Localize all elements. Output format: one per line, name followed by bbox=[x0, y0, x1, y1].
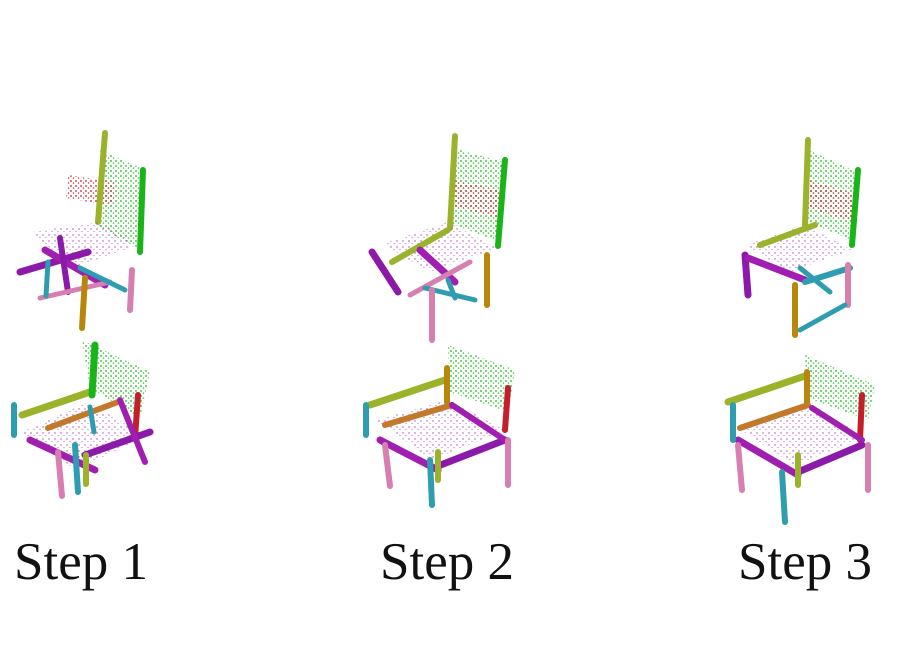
step1-top-back-post-right bbox=[137, 167, 146, 255]
step1-bottom-chair bbox=[11, 340, 154, 499]
step1-top-rail-3 bbox=[57, 235, 71, 295]
step3-bottom-rail-2 bbox=[794, 441, 866, 476]
step2-bottom-arm bbox=[366, 376, 449, 409]
step1-bottom-back-post bbox=[88, 341, 99, 399]
step3-top-back-post-left bbox=[802, 137, 811, 228]
step3-bottom-backrest bbox=[805, 355, 875, 420]
step3-bottom-rail-4 bbox=[809, 405, 865, 443]
step3-top-chair bbox=[741, 137, 861, 338]
step3-bottom-rail-3 bbox=[737, 402, 811, 431]
step1-bottom-rail-3 bbox=[45, 399, 121, 431]
step3-top-back-slat bbox=[808, 180, 855, 222]
step1-bottom-leg-2 bbox=[55, 449, 65, 499]
step2-top-rail-2 bbox=[389, 227, 451, 265]
step1-top-rail-2 bbox=[41, 246, 109, 289]
step-1-label: Step 1 bbox=[14, 533, 148, 591]
step2-top-chair bbox=[368, 133, 508, 343]
step3-bottom-leg-2 bbox=[735, 442, 745, 493]
step1-top-rail-4 bbox=[37, 279, 113, 301]
step1-bottom-leg-5 bbox=[87, 404, 97, 435]
step1-top-chair bbox=[16, 130, 146, 331]
step2-top-rail-4 bbox=[407, 259, 473, 298]
step1-top-seat bbox=[32, 222, 138, 268]
step-3-label: Step 3 bbox=[738, 533, 872, 591]
step2-bottom-backrest bbox=[448, 345, 515, 412]
step3-top-seat bbox=[745, 225, 852, 272]
step2-top-leg-3 bbox=[445, 277, 458, 301]
step2-bottom-rail-2 bbox=[434, 436, 509, 470]
step2-top-back-slat bbox=[452, 180, 502, 218]
step1-bottom-rail-2 bbox=[81, 428, 154, 459]
step3-bottom-seat bbox=[738, 404, 865, 466]
step1-bottom-rail-4 bbox=[117, 397, 148, 465]
step3-top-rail-2 bbox=[744, 254, 809, 284]
step1-top-back-post-left bbox=[95, 130, 108, 225]
step2-top-back-post-left bbox=[447, 133, 458, 231]
step3-bottom-rail-1 bbox=[734, 436, 802, 479]
step1-bottom-leg-3 bbox=[72, 442, 81, 495]
step2-top-seat bbox=[382, 222, 498, 272]
step2-bottom-chair bbox=[363, 345, 515, 508]
step3-bottom-arm bbox=[724, 372, 809, 406]
step2-bottom-accent-post bbox=[502, 385, 511, 433]
step2-bottom-rail-4 bbox=[449, 402, 508, 443]
step3-top-back-post-right bbox=[849, 167, 861, 248]
step-2-label: Step 2 bbox=[380, 533, 514, 591]
step1-bottom-arm bbox=[18, 388, 94, 419]
step3-top-rail-1 bbox=[741, 251, 752, 299]
step2-top-rail-3 bbox=[416, 246, 459, 286]
step1-top-leg-3 bbox=[43, 259, 51, 299]
step2-bottom-leg-2 bbox=[382, 442, 393, 489]
step1-top-rail-1 bbox=[16, 248, 92, 276]
step1-top-rail-5 bbox=[77, 265, 128, 293]
step2-bottom-leg-3 bbox=[427, 457, 435, 508]
step2-bottom-rail-3 bbox=[382, 402, 455, 428]
step2-top-rail-1 bbox=[368, 248, 402, 296]
step1-top-backrest bbox=[100, 150, 145, 250]
step1-top-leg-1 bbox=[79, 275, 88, 331]
step1-bottom-backrest bbox=[82, 340, 150, 418]
step3-bottom-chair bbox=[724, 355, 875, 525]
step3-top-leg-3 bbox=[797, 302, 848, 333]
step3-bottom-leg-3 bbox=[779, 469, 788, 525]
step3-top-rail-3 bbox=[757, 222, 818, 248]
step3-bottom-accent-post bbox=[857, 392, 865, 443]
step3-top-rail-5 bbox=[797, 265, 833, 295]
step2-top-back-post-right bbox=[495, 157, 508, 249]
step1-top-leg-2 bbox=[127, 267, 135, 313]
